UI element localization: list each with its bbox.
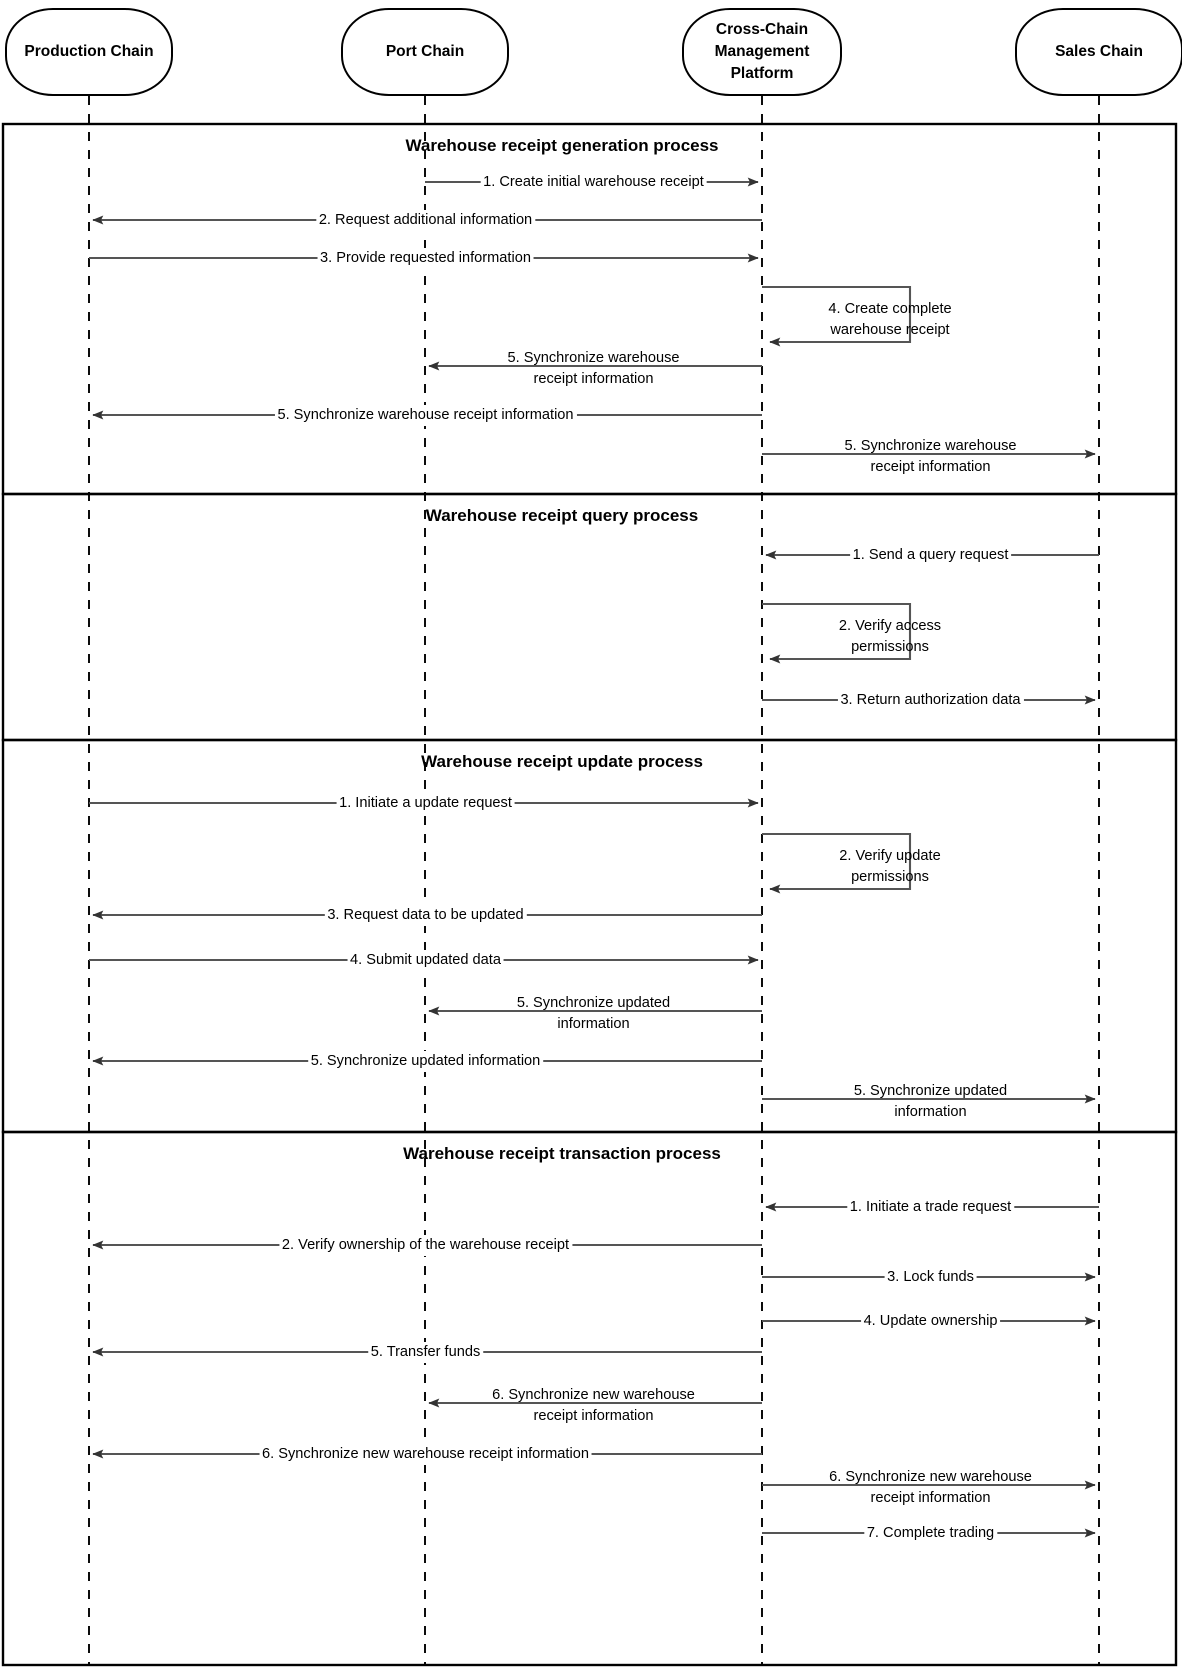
message-label: 1. Initiate a update request — [336, 793, 515, 815]
message-label: 3. Lock funds — [884, 1267, 977, 1289]
actor-port[interactable]: Port Chain — [341, 8, 509, 96]
self-message-arrow — [762, 832, 912, 894]
self-message-arrow — [762, 602, 912, 664]
message-label: 3. Request data to be updated — [324, 905, 527, 927]
message-label: 4. Submit updated data — [347, 950, 504, 972]
message-label: 3. Provide requested information — [317, 248, 534, 270]
frame-title-query: Warehouse receipt query process — [425, 506, 699, 525]
frames-group — [1, 122, 1178, 1667]
message-label: 1. Initiate a trade request — [846, 1197, 1015, 1219]
actor-production[interactable]: Production Chain — [5, 8, 173, 96]
frame-update — [1, 738, 1178, 1134]
message-label: 2. Request additional information — [315, 210, 536, 232]
frame-title-update: Warehouse receipt update process — [421, 752, 703, 771]
message-label: 7. Complete trading — [863, 1523, 998, 1545]
actor-sales[interactable]: Sales Chain — [1015, 8, 1182, 96]
message-label: 2. Verify ownership of the warehouse rec… — [278, 1235, 573, 1257]
message-label: 5. Transfer funds — [367, 1342, 484, 1364]
message-label: 1. Create initial warehouse receipt — [480, 172, 707, 194]
message-label: 3. Return authorization data — [837, 690, 1024, 712]
message-label: 6. Synchronize new warehouse receipt inf… — [259, 1444, 592, 1466]
actor-label: Port Chain — [385, 43, 465, 60]
actor-label: Sales Chain — [1055, 43, 1143, 60]
message-label: 5. Synchronize updated information — [307, 1051, 544, 1073]
self-message-arrow — [762, 285, 912, 347]
frame-title-transaction: Warehouse receipt transaction process — [403, 1144, 721, 1163]
message-label: 1. Send a query request — [849, 545, 1012, 567]
frame-title-generation: Warehouse receipt generation process — [405, 136, 719, 155]
message-label: 5. Synchronize warehouse receipt informa… — [274, 405, 577, 427]
message-label: 4. Update ownership — [860, 1311, 1001, 1333]
frame-transaction — [1, 1130, 1178, 1667]
actor-label: Production Chain — [24, 43, 154, 60]
